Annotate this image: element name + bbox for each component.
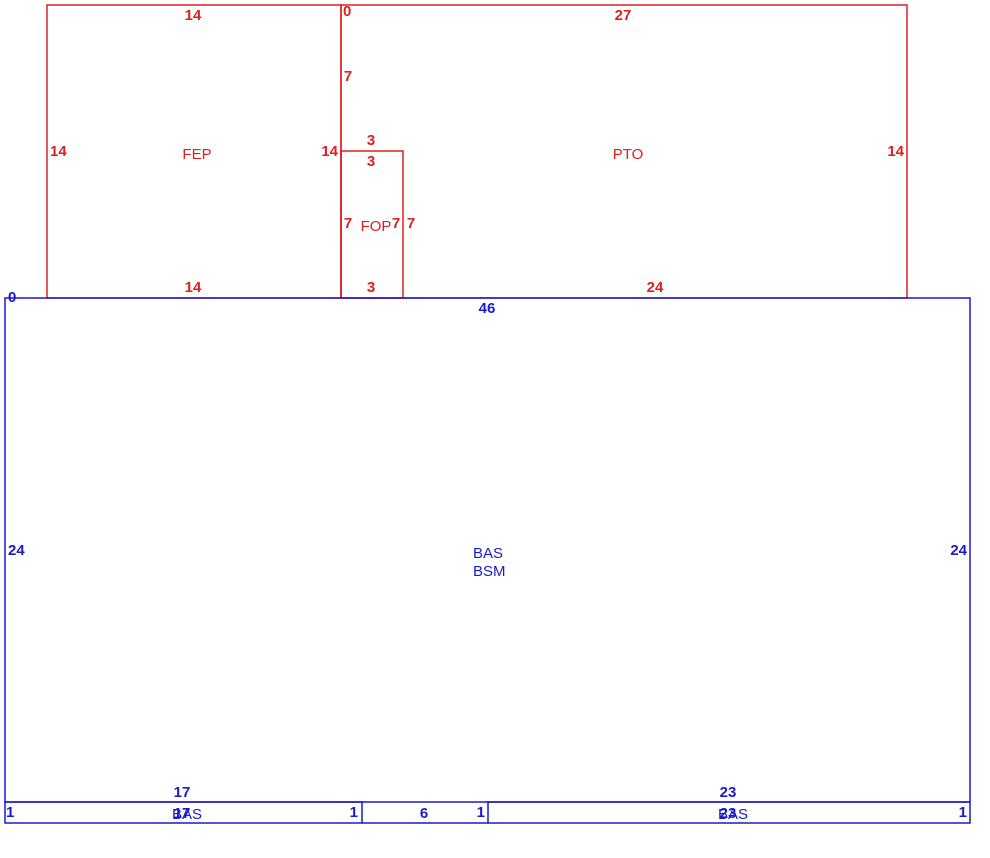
gap-dimension: 6: [420, 805, 428, 822]
upper-floor: 14 14 14 14 FEP 0 27 14 24 PTO 7 3 3 7 F…: [46, 3, 908, 299]
left-strip-right-dimension: 1: [350, 804, 358, 821]
bas-top-dimension: 46: [479, 300, 496, 317]
bas-area-label: BAS: [473, 545, 503, 562]
bas-origin-dimension: 0: [8, 289, 16, 306]
left-strip-label: BAS: [172, 806, 202, 823]
bas-right-strip[interactable]: [487, 801, 971, 824]
pto-origin-dimension: 0: [343, 3, 351, 20]
right-strip-label: BAS: [718, 806, 748, 823]
fop-bottom-dimension: 3: [367, 279, 375, 296]
fep-right-dimension: 14: [321, 143, 338, 160]
left-strip-top-dimension: 17: [174, 784, 191, 801]
left-strip-bottom-dimension: 17: [174, 805, 191, 822]
right-strip-right-dimension: 1: [959, 804, 967, 821]
fop-right-outer-dimension: 7: [407, 215, 415, 232]
fop-right-inner-dimension: 7: [392, 215, 400, 232]
fop-area-label: FOP: [361, 218, 392, 235]
bas-right-dimension: 24: [950, 542, 967, 559]
fep-bottom-dimension: 14: [185, 279, 202, 296]
bas-left-dimension: 24: [8, 542, 25, 559]
pto-area-label: PTO: [613, 146, 644, 163]
pto-right-dimension: 14: [887, 143, 904, 160]
bsm-area-label: BSM: [473, 563, 506, 580]
right-strip-bottom-dimension: 23: [720, 805, 737, 822]
pto-top-dimension: 27: [615, 7, 632, 24]
fep-area-label: FEP: [182, 146, 211, 163]
left-strip-left-dimension: 1: [6, 804, 14, 821]
fep-top-dimension: 14: [185, 7, 202, 24]
fop-left-dimension: 7: [344, 215, 352, 232]
fop-top-outer-dimension: 3: [367, 132, 375, 149]
pto-bottom-dimension: 24: [647, 279, 664, 296]
fop-upper-left-dimension: 7: [344, 68, 352, 85]
right-strip-top-dimension: 23: [720, 784, 737, 801]
bas-left-strip[interactable]: [4, 801, 363, 824]
fep-left-dimension: 14: [50, 143, 67, 160]
lower-floor: 0 46 24 24 BAS BSM 17 17 BAS 1 1 6 23 23…: [4, 289, 971, 824]
fop-top-inner-dimension: 3: [367, 153, 375, 170]
right-strip-left-dimension: 1: [477, 804, 485, 821]
